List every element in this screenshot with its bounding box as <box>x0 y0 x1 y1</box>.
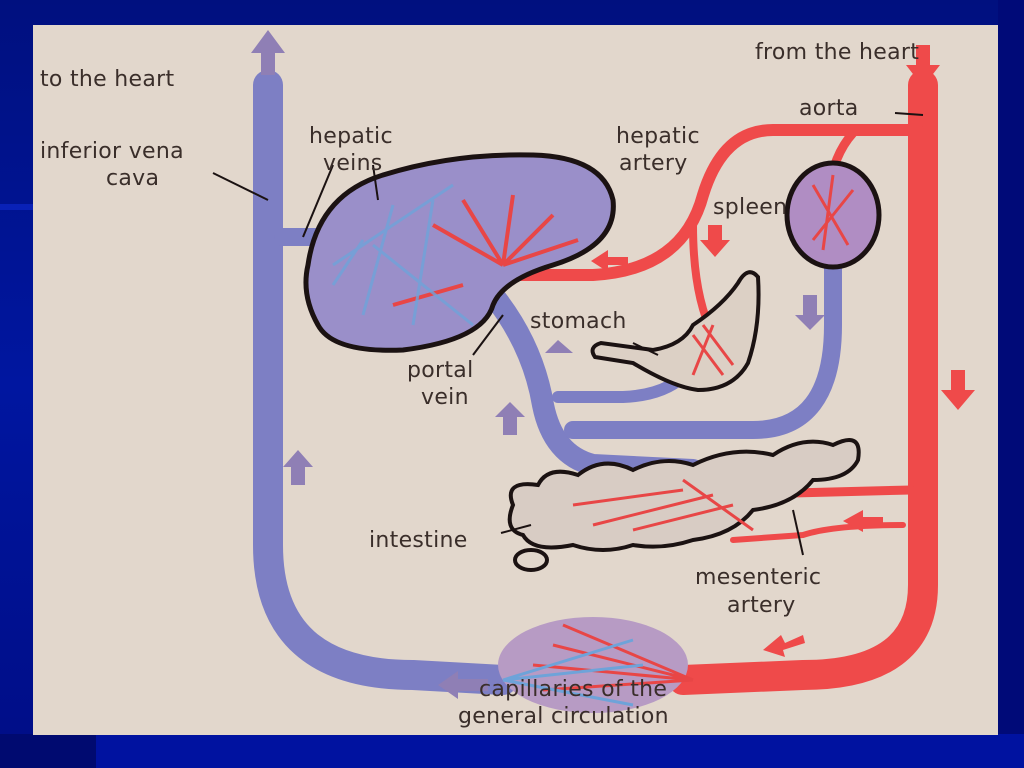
label-ivc-line2: cava <box>106 166 160 191</box>
arrow-portal-up <box>495 402 525 435</box>
label-capillaries-line1: capillaries of the <box>479 677 668 702</box>
leader-stomach <box>632 342 659 356</box>
intestine-end <box>513 548 549 572</box>
leader-mesenteric <box>792 509 804 556</box>
arrow-spleen-down <box>795 295 825 330</box>
capillary-bed-red <box>532 623 694 692</box>
leader-portal-vein <box>472 314 504 356</box>
spleen <box>784 160 882 270</box>
aorta <box>668 70 938 695</box>
arrow-to-heart <box>251 30 285 75</box>
intestine-vessels <box>572 478 754 532</box>
portal-vein <box>482 284 704 481</box>
label-from-the-heart: from the heart <box>755 40 920 65</box>
inferior-vena-cava <box>253 70 518 695</box>
stomach-vessels <box>691 324 735 376</box>
arrow-spleen-artery-down <box>700 225 730 257</box>
label-stomach: stomach <box>530 309 627 334</box>
liver-red-vessels <box>392 194 579 307</box>
liver-outline <box>303 152 616 353</box>
hepatic-artery <box>497 124 924 281</box>
label-intestine: intestine <box>369 528 468 553</box>
arrow-hepatic-artery-left <box>591 250 628 272</box>
leader-hepatic-veins-2 <box>372 164 379 201</box>
label-portal-vein-line2: vein <box>421 385 469 410</box>
diagram-canvas <box>212 30 975 713</box>
leader-intestine <box>500 524 532 534</box>
arrow-mesenteric-left <box>843 510 883 532</box>
stomach <box>590 270 761 393</box>
leader-hepatic-veins-1 <box>302 164 334 238</box>
spleen-vessels <box>811 174 855 251</box>
arrow-stomach-vein <box>545 340 573 353</box>
label-mesenteric-line1: mesenteric <box>695 565 822 590</box>
label-capillaries-line2: general circulation <box>458 704 669 729</box>
label-spleen: spleen <box>713 195 788 220</box>
leader-ivc <box>212 172 269 201</box>
label-hepatic-artery-line1: hepatic <box>616 124 700 149</box>
mesenteric-artery-lower <box>730 522 906 543</box>
label-to-the-heart: to the heart <box>40 67 175 92</box>
label-portal-vein-line1: portal <box>407 358 474 383</box>
liver-blue-vessels <box>331 183 474 327</box>
arrow-ivc-up <box>283 450 313 485</box>
label-ivc-line1: inferior vena <box>40 139 184 164</box>
label-hepatic-artery-line2: artery <box>619 151 688 176</box>
label-hepatic-veins-line1: hepatic <box>309 124 393 149</box>
label-aorta: aorta <box>799 96 859 121</box>
splenic-vein <box>564 251 842 439</box>
arrow-aorta-down <box>941 370 975 410</box>
leader-aorta <box>894 112 924 116</box>
intestine <box>507 438 861 572</box>
arrow-from-heart <box>906 45 940 87</box>
arrow-capillaries-left <box>438 671 488 699</box>
label-mesenteric-line2: artery <box>727 593 796 618</box>
circulation-diagram: to the heart from the heart inferior ven… <box>33 25 998 735</box>
slide-bottom-strip <box>0 734 1024 768</box>
arrow-aorta-bottom-left <box>763 635 805 657</box>
slide-edge-strip <box>998 0 1024 768</box>
capillary-bed <box>498 617 694 713</box>
capillary-bed-blue <box>502 638 644 707</box>
label-hepatic-veins-line2: veins <box>323 151 383 176</box>
stomach-outline <box>590 270 761 393</box>
flow-arrows <box>251 30 975 699</box>
leader-lines <box>212 112 924 556</box>
slide-bottom-strip-dark <box>0 734 96 768</box>
liver <box>303 152 616 353</box>
